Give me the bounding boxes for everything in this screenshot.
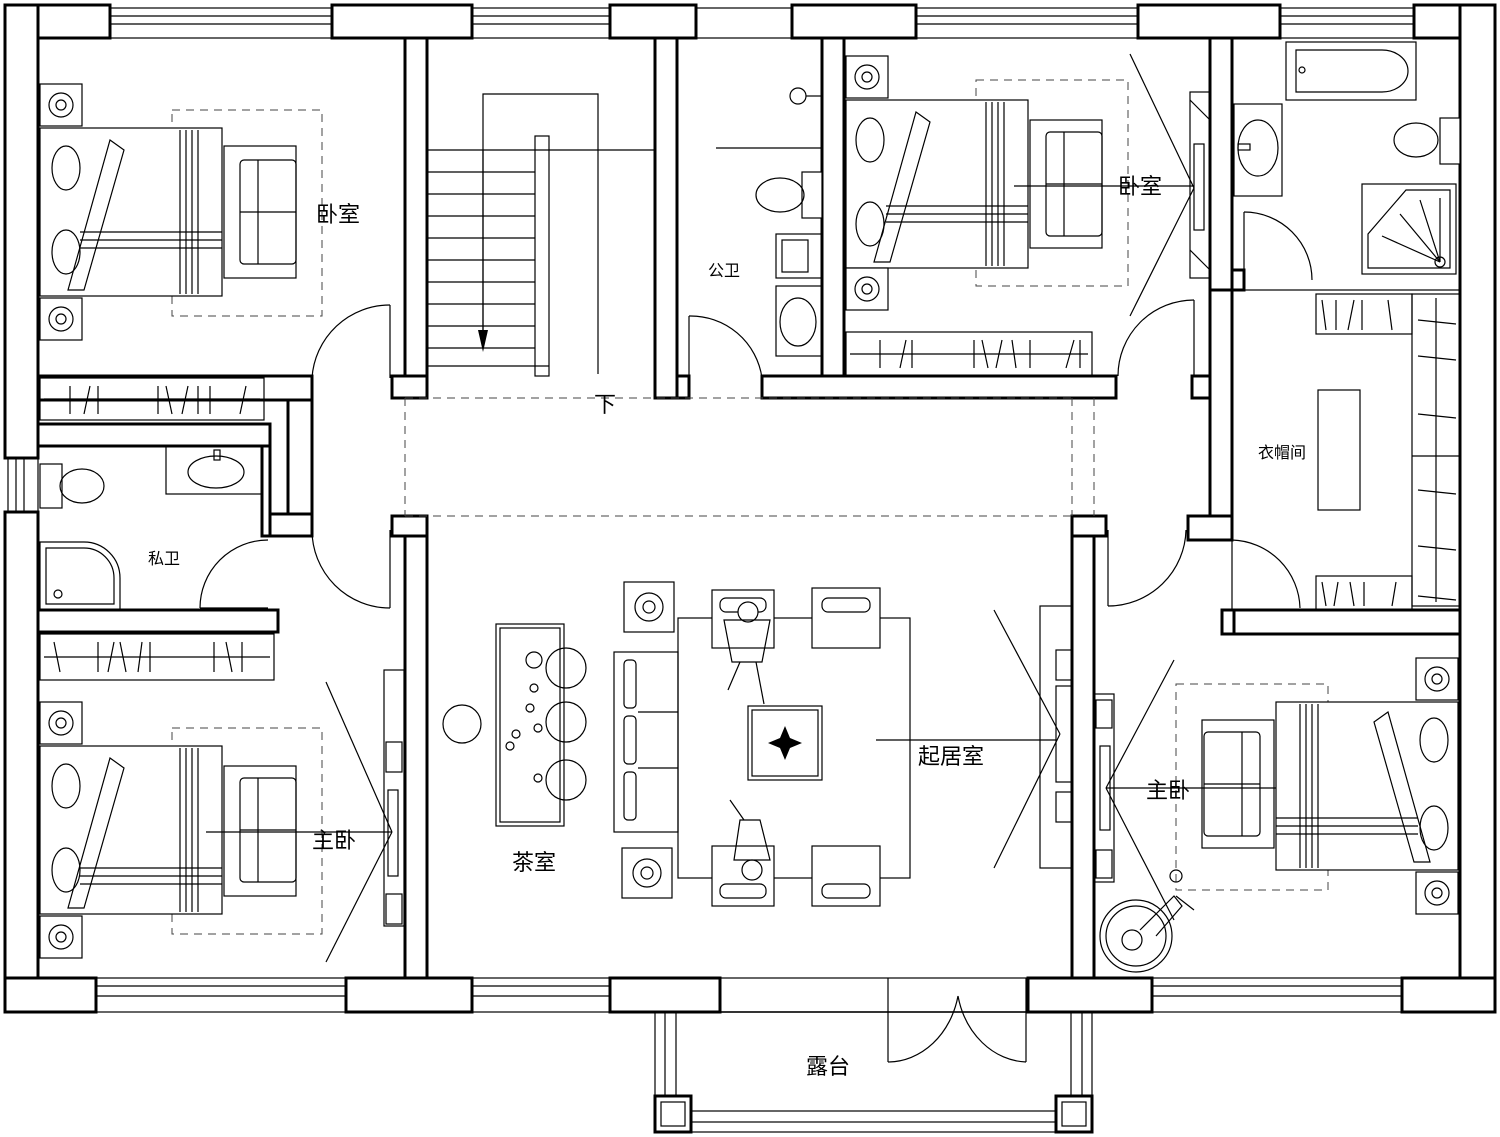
wash-basin-icon bbox=[716, 87, 822, 149]
sofa-icon bbox=[1201, 719, 1275, 849]
bedroom-se: 主卧 bbox=[1093, 657, 1459, 973]
nightstand-lamp-icon bbox=[621, 581, 675, 899]
stair-direction-label: 下 bbox=[594, 393, 616, 418]
nightstand-lamp-icon bbox=[845, 55, 889, 311]
bedroom-nw: 卧室 bbox=[39, 83, 360, 421]
bedroom-ne: 卧室 bbox=[845, 53, 1211, 377]
wardrobe-icon bbox=[845, 331, 1093, 377]
armchair-icon bbox=[711, 587, 881, 907]
room-label-bedroom-nw: 卧室 bbox=[316, 203, 360, 228]
double-bed-icon bbox=[845, 99, 1029, 269]
tv-cabinet-icon bbox=[1093, 659, 1290, 921]
living-room: 起居室 bbox=[613, 581, 1073, 907]
interior-walls bbox=[36, 36, 1462, 980]
tv-cabinet-icon bbox=[1014, 53, 1211, 317]
washing-machine-icon bbox=[775, 233, 823, 279]
nightstand-lamp-icon bbox=[39, 701, 83, 959]
exterior-walls bbox=[3, 3, 1497, 1014]
room-label-living-room: 起居室 bbox=[918, 745, 984, 770]
room-label-terrace: 露台 bbox=[806, 1055, 850, 1080]
toilet-icon bbox=[755, 171, 823, 219]
closet: 衣帽间 bbox=[1231, 289, 1461, 611]
person-icon bbox=[723, 601, 771, 881]
room-label-private-bath: 私卫 bbox=[148, 549, 180, 568]
wash-basin-icon bbox=[165, 445, 263, 495]
toilet-icon bbox=[1393, 117, 1461, 165]
toilet-icon bbox=[39, 463, 105, 509]
master-bath bbox=[1233, 41, 1461, 275]
sofa-icon bbox=[223, 145, 297, 279]
nightstand-lamp-icon bbox=[39, 83, 83, 341]
tv-cabinet-icon bbox=[993, 605, 1073, 869]
room-label-tea-room: 茶室 bbox=[512, 851, 556, 876]
double-bed-icon bbox=[39, 127, 223, 297]
sofa-icon bbox=[1029, 119, 1103, 249]
room-label-closet: 衣帽间 bbox=[1258, 443, 1306, 462]
corner-shower-icon bbox=[39, 541, 121, 611]
coffee-table-icon bbox=[747, 705, 823, 781]
room-label-bedroom-ne: 卧室 bbox=[1118, 175, 1162, 200]
sofa-icon bbox=[613, 651, 679, 833]
sofa-icon bbox=[223, 765, 297, 897]
wash-basin-icon bbox=[775, 285, 823, 357]
wardrobe-icon bbox=[39, 377, 265, 421]
bedroom-sw: 主卧 bbox=[39, 633, 405, 963]
tv-cabinet-icon bbox=[206, 669, 405, 963]
door-swing-icon bbox=[199, 211, 1313, 1063]
tea-room: 茶室 bbox=[442, 623, 587, 876]
public-bath: 公卫 bbox=[708, 87, 823, 357]
corner-shower-icon bbox=[1361, 183, 1457, 275]
wash-basin-icon bbox=[1233, 103, 1283, 197]
terrace bbox=[653, 1011, 1094, 1134]
bathtub-icon bbox=[1285, 41, 1417, 101]
tea-table-icon bbox=[442, 623, 587, 827]
room-label-master-se: 主卧 bbox=[1146, 779, 1190, 804]
nightstand-lamp-icon bbox=[1415, 657, 1459, 915]
private-bath: 私卫 bbox=[39, 445, 263, 611]
corridor-outline bbox=[404, 397, 1095, 517]
wardrobe-icon bbox=[39, 633, 275, 681]
staircase-icon bbox=[427, 93, 655, 377]
double-bed-icon bbox=[39, 745, 223, 915]
double-bed-icon bbox=[1275, 701, 1459, 871]
lounge-chair-icon bbox=[1099, 869, 1195, 973]
room-label-public-bath: 公卫 bbox=[708, 261, 740, 280]
room-label-master-sw: 主卧 bbox=[312, 829, 356, 854]
